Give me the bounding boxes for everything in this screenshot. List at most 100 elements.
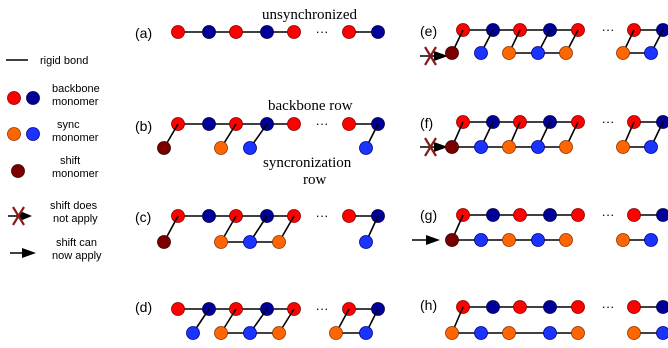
annotation-unsynchronized: unsynchronized: [262, 7, 357, 23]
legend-backbone-label: backbone: [52, 83, 100, 95]
ellipsis: ···: [316, 208, 329, 223]
panel-g-chain: ···: [412, 207, 668, 247]
backbone-monomer-blue: [202, 209, 216, 223]
sync-monomer-blue: [531, 46, 545, 60]
backbone-monomer-red: [342, 209, 356, 223]
legend-noapply-label: shift does: [50, 200, 98, 212]
legend-apply-label-2: now apply: [52, 250, 102, 262]
legend-sync-label: sync: [57, 119, 80, 131]
backbone-monomer-blue: [260, 25, 274, 39]
sync-monomer-orange: [272, 235, 286, 249]
sync-monomer-blue: [243, 141, 257, 155]
backbone-monomer-red: [229, 25, 243, 39]
arrow-head: [426, 235, 440, 245]
panel-a-chain: ···: [171, 24, 385, 39]
backbone-monomer-red: [171, 302, 185, 316]
shift-monomer: [445, 233, 459, 247]
panel-c-label: (c): [135, 209, 151, 225]
annotation-backbone-row: backbone row: [268, 98, 353, 114]
ellipsis: ···: [316, 116, 329, 131]
backbone-monomer-red: [342, 25, 356, 39]
sync-monomer-blue: [359, 141, 373, 155]
sync-monomer-blue: [644, 233, 658, 247]
cross-mark: [424, 137, 437, 157]
sync-monomer-blue: [474, 326, 488, 340]
legend-shift-icon: [11, 164, 25, 178]
legend-shift-label: shift: [60, 155, 80, 167]
backbone-monomer-blue: [486, 300, 500, 314]
sync-monomer-orange: [559, 46, 573, 60]
sync-monomer-blue: [474, 140, 488, 154]
panel-b-chain: ···: [157, 116, 385, 155]
backbone-monomer-red: [513, 300, 527, 314]
ellipsis: ···: [602, 22, 615, 37]
sync-monomer-orange: [214, 141, 228, 155]
sync-monomer-blue: [531, 140, 545, 154]
backbone-monomer-blue: [202, 117, 216, 131]
ellipsis: ···: [602, 299, 615, 314]
ellipsis: ···: [316, 301, 329, 316]
legend-rigid-bond-label: rigid bond: [40, 55, 88, 67]
panel-f-label: (f): [420, 115, 433, 131]
legend-sync-blue-icon: [26, 127, 40, 141]
sync-monomer-orange: [502, 326, 516, 340]
sync-monomer-orange: [502, 46, 516, 60]
backbone-monomer-red: [627, 300, 641, 314]
legend: rigid bond backbone monomer sync monomer…: [6, 55, 102, 262]
backbone-monomer-blue: [543, 208, 557, 222]
panel-e-label: (e): [420, 23, 437, 39]
backbone-monomer-blue: [486, 208, 500, 222]
sync-monomer-blue: [474, 46, 488, 60]
panel-h-label: (h): [420, 297, 437, 313]
ellipsis: ···: [602, 114, 615, 129]
backbone-monomer-blue: [371, 25, 385, 39]
panel-f-chain: ···: [420, 114, 668, 157]
backbone-monomer-red: [627, 208, 641, 222]
sync-monomer-blue: [474, 233, 488, 247]
backbone-monomer-red: [571, 300, 585, 314]
sync-monomer-blue: [186, 326, 200, 340]
sync-monomer-orange: [559, 140, 573, 154]
sync-monomer-blue: [644, 46, 658, 60]
panel-d-chain: ···: [171, 301, 385, 340]
backbone-monomer-blue: [656, 300, 668, 314]
legend-sync-label-2: monomer: [52, 132, 99, 144]
sync-monomer-blue: [531, 233, 545, 247]
panel-chains: ··· ··· ··· ··· ··· ··· ··· ···: [157, 22, 668, 340]
legend-apply-label: shift can: [56, 237, 97, 249]
legend-noapply-label-2: not apply: [53, 213, 98, 225]
annotation-sync-row: syncronization: [263, 155, 352, 171]
backbone-monomer-blue: [202, 25, 216, 39]
sync-monomer-orange: [559, 233, 573, 247]
sync-monomer-blue: [359, 326, 373, 340]
backbone-monomer-blue: [656, 208, 668, 222]
sync-monomer-blue: [543, 326, 557, 340]
sync-monomer-orange: [502, 140, 516, 154]
legend-backbone-label-2: monomer: [52, 96, 99, 108]
sync-monomer-blue: [243, 235, 257, 249]
backbone-monomer-red: [171, 25, 185, 39]
backbone-monomer-red: [571, 208, 585, 222]
panel-a-label: (a): [135, 25, 152, 41]
legend-arrow-icon: [10, 248, 36, 258]
panel-b-label: (b): [135, 118, 152, 134]
sync-monomer-blue: [644, 140, 658, 154]
ellipsis: ···: [602, 207, 615, 222]
legend-crossed-arrow-icon: [8, 206, 32, 226]
panel-c-chain: ···: [157, 208, 385, 249]
sync-monomer-orange: [571, 326, 585, 340]
sync-monomer-orange: [214, 326, 228, 340]
backbone-monomer-red: [513, 208, 527, 222]
sync-monomer-orange: [627, 326, 641, 340]
backbone-monomer-red: [342, 117, 356, 131]
sync-monomer-orange: [616, 140, 630, 154]
shift-monomer: [445, 46, 459, 60]
legend-backbone-blue-icon: [26, 91, 40, 105]
shift-monomer: [157, 141, 171, 155]
sync-monomer-orange: [616, 233, 630, 247]
backbone-monomer-blue: [543, 300, 557, 314]
panel-g-label: (g): [420, 207, 437, 223]
legend-shift-label-2: monomer: [52, 168, 99, 180]
legend-backbone-red-icon: [7, 91, 21, 105]
